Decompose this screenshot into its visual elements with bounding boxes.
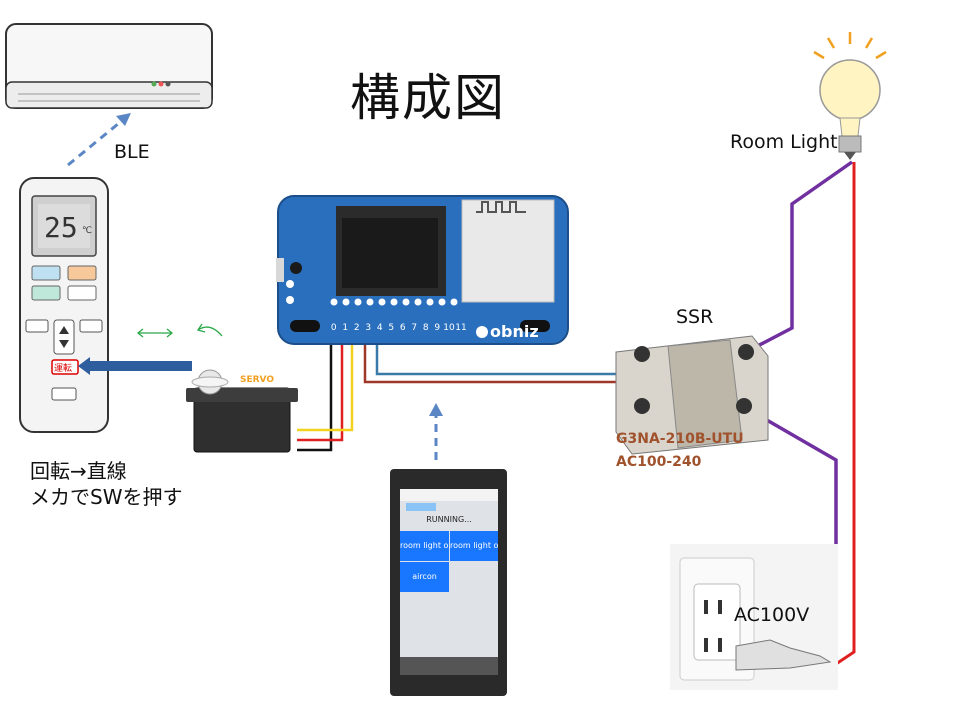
ssr-blue-wire bbox=[375, 342, 651, 376]
air-conditioner-icon bbox=[5, 23, 213, 109]
ble-arrow-head bbox=[116, 113, 131, 126]
ssr-relay-icon bbox=[615, 335, 769, 455]
obniz-brand: obniz bbox=[490, 322, 539, 341]
servo-red-wire bbox=[297, 342, 344, 442]
app-status-text: RUNNING... bbox=[426, 515, 472, 524]
obniz-pin-2: 2 bbox=[353, 323, 360, 333]
mechanism-note-line-2: メカでSWを押す bbox=[30, 485, 183, 509]
servo-motor-icon bbox=[186, 369, 298, 453]
ble-label: BLE bbox=[114, 141, 150, 163]
ble-arrow bbox=[67, 117, 125, 167]
phone-arrow-head bbox=[429, 403, 443, 416]
room-light-on-button[interactable]: room light on bbox=[400, 531, 449, 561]
wall-outlet-icon bbox=[670, 544, 838, 690]
outlet-voltage-label: AC100V bbox=[734, 604, 810, 626]
mechanism-note: 回転→直線 メカでSWを押す bbox=[30, 458, 182, 510]
light-purple-wire bbox=[747, 160, 854, 353]
linear-motion-arrow bbox=[136, 328, 174, 338]
servo-yellow-wire bbox=[297, 342, 354, 432]
obniz-pin-3: 3 bbox=[365, 323, 372, 333]
aircon-button[interactable]: aircon bbox=[400, 562, 449, 592]
remote-run-button: 運転 bbox=[54, 364, 73, 374]
remote-temperature: 25 bbox=[44, 211, 78, 244]
obniz-pin-8: 8 bbox=[422, 323, 429, 333]
ssr-brown-wire bbox=[363, 342, 651, 384]
remote-temperature-unit: ℃ bbox=[82, 226, 93, 236]
ssr-voltage-range: AC100-240 bbox=[616, 454, 702, 470]
ssr-label: SSR bbox=[676, 306, 714, 328]
light-red-wire bbox=[835, 162, 856, 666]
servo-black-wire bbox=[297, 342, 333, 452]
light-bulb-icon bbox=[813, 32, 887, 160]
obniz-pin-11: 11 bbox=[455, 323, 467, 333]
room-light-off-button[interactable]: room light off bbox=[450, 531, 498, 561]
browser-address-bar bbox=[400, 489, 498, 501]
phone-nav-bar bbox=[400, 657, 498, 675]
obniz-pin-7: 7 bbox=[411, 323, 418, 333]
ssr-model-label: G3NA-210B-UTU AC100-240 bbox=[616, 428, 744, 474]
obniz-pin-9: 9 bbox=[434, 323, 441, 333]
smartphone: RUNNING... room light on room light off … bbox=[390, 469, 507, 696]
obniz-pin-1: 1 bbox=[342, 323, 349, 333]
diagram-title: 構成図 bbox=[350, 69, 506, 127]
mechanism-note-line-1: 回転→直線 bbox=[30, 459, 127, 483]
push-rod-arrow-head bbox=[78, 357, 90, 375]
obniz-pin-0: 0 bbox=[330, 323, 337, 333]
obniz-pin-6: 6 bbox=[399, 323, 406, 333]
ssr-model: G3NA-210B-UTU bbox=[616, 431, 744, 447]
room-light-label: Room Light bbox=[730, 131, 838, 153]
rotation-arrow bbox=[196, 323, 223, 337]
servo-brand: SERVO bbox=[240, 375, 275, 385]
obniz-pin-10: 10 bbox=[443, 323, 455, 333]
browser-nav-tab bbox=[406, 503, 436, 511]
obniz-board-icon bbox=[276, 195, 569, 345]
smartphone-screen: RUNNING... room light on room light off … bbox=[400, 489, 498, 675]
obniz-pin-4: 4 bbox=[376, 323, 383, 333]
obniz-pin-5: 5 bbox=[388, 323, 395, 333]
push-rod bbox=[88, 361, 192, 371]
